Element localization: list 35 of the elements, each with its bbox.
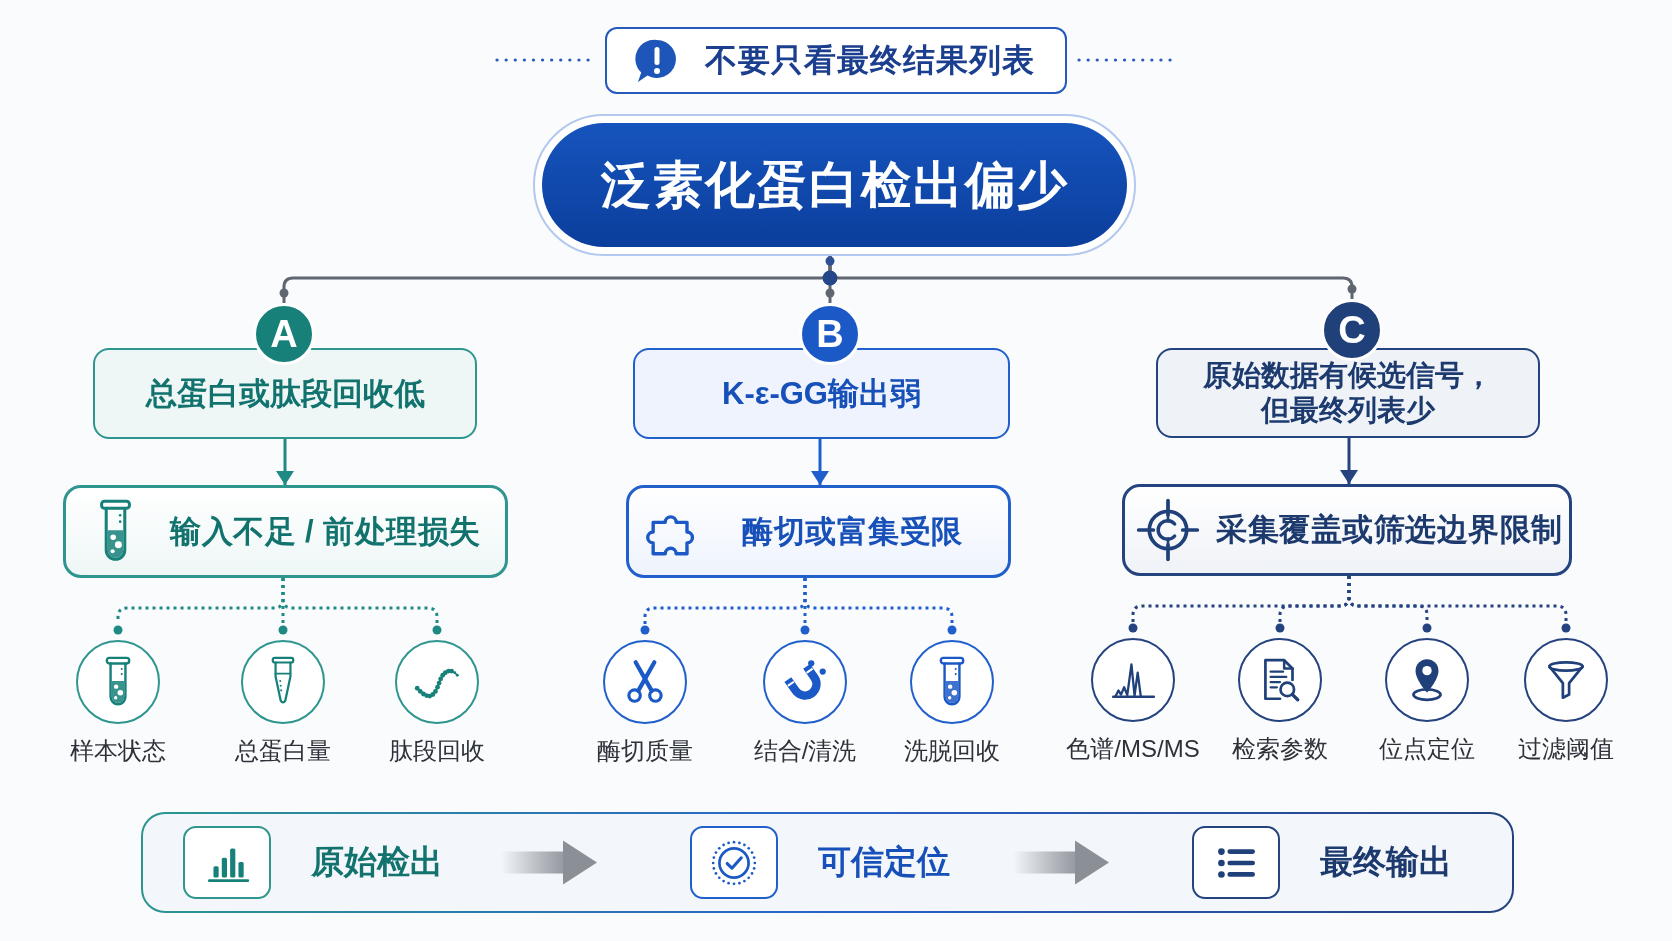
step-label: 可信定位: [818, 842, 950, 882]
block-arrow: [501, 840, 597, 885]
node-label: 酶切质量: [597, 737, 693, 765]
arrow: [276, 439, 294, 485]
letter-badge: C: [1321, 299, 1383, 361]
block-arrow: [1013, 840, 1109, 885]
cause-text: 输入不足 / 前处理损失: [170, 512, 481, 551]
cause-box: [1122, 484, 1572, 576]
node-label: 色谱/MS/MS: [1066, 735, 1200, 763]
node-label: 样本状态: [70, 737, 166, 765]
warning-box: [605, 27, 1067, 94]
cause-box: [626, 485, 1011, 578]
warning-text: 不要只看最终结果列表: [705, 40, 1035, 80]
node-label: 结合/清洗: [753, 737, 857, 765]
category-box: 总蛋白或肽段回收低: [93, 348, 477, 439]
cause-box: [63, 485, 508, 578]
node-label: 总蛋白量: [235, 737, 331, 765]
cause-text: 酶切或富集受限: [742, 512, 963, 551]
node-label: 过滤阈值: [1518, 735, 1614, 763]
node-label: 洗脱回收: [904, 737, 1000, 765]
connector-line: [828, 256, 1357, 299]
category-box: K-ε-GG输出弱: [633, 348, 1010, 439]
letter-badge: A: [253, 303, 315, 365]
node-label: 肽段回收: [389, 737, 485, 765]
title-pill: 泛素化蛋白检出偏少: [533, 114, 1136, 256]
cause-text: 采集覆盖或筛选边界限制: [1216, 511, 1563, 549]
category-box: 原始数据有候选信号，但最终列表少: [1156, 348, 1540, 438]
step-label: 最终输出: [1320, 842, 1452, 882]
letter-badge: B: [799, 303, 861, 365]
arrow: [811, 439, 829, 485]
node-label: 位点定位: [1379, 735, 1475, 763]
node-label: 检索参数: [1232, 735, 1328, 763]
step-label: 原始检出: [311, 842, 443, 882]
flow-panel: [141, 812, 1514, 913]
arrow: [1340, 438, 1358, 484]
